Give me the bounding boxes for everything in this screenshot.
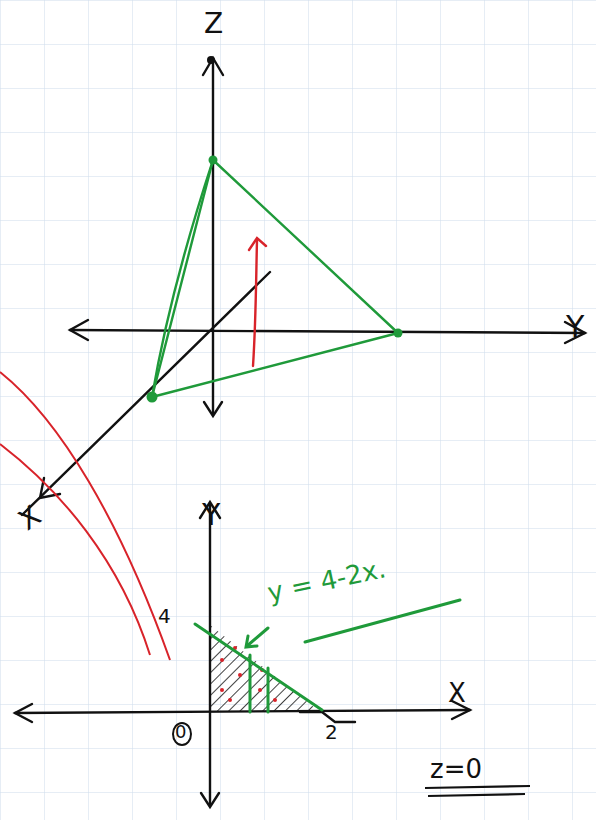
double-underline — [425, 786, 530, 796]
red-curves — [0, 372, 170, 660]
intercept-value: 2 — [325, 722, 338, 742]
axis-dot — [207, 56, 215, 64]
axis-label: Y — [202, 500, 220, 530]
intercept-value: 4 — [158, 606, 171, 626]
plane-note: z=0 — [430, 756, 482, 782]
red-arrow — [249, 238, 266, 366]
boundary-line — [195, 600, 460, 712]
axes-3d — [22, 58, 585, 515]
axis-label: X — [448, 680, 466, 706]
axis-label: Y — [566, 312, 584, 342]
axis-label: Z — [204, 10, 223, 38]
plane-triangle — [152, 160, 398, 397]
origin-label: 0 — [175, 723, 186, 741]
axes-2d — [15, 502, 470, 807]
intercept-dots — [147, 156, 403, 403]
origin-circle — [173, 723, 191, 745]
